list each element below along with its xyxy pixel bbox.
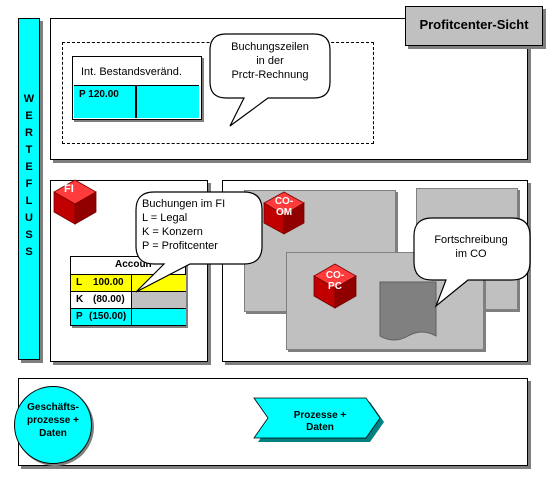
account-title: Int. Bestandsveränd. bbox=[81, 66, 182, 78]
werte-fluss-letter: R bbox=[25, 127, 33, 139]
co-pc-line-1: CO- bbox=[325, 270, 345, 281]
circle-line-1: Geschäfts- bbox=[27, 402, 79, 413]
top-bubble-text: Buchungszeilen in der Prctr-Rechnung bbox=[210, 40, 330, 82]
fi-cube-icon bbox=[53, 179, 97, 225]
co-bubble-line-2: im CO bbox=[455, 248, 487, 260]
fi-table-header: Accoun bbox=[115, 259, 152, 270]
fi-table-row-p: P (150.00) bbox=[71, 308, 186, 325]
fi-row-p-value-cell bbox=[71, 309, 131, 325]
arrow-line-1: Prozesse + bbox=[293, 410, 347, 421]
fi-row-p-value: (150.00) bbox=[89, 311, 127, 322]
fi-badge-label: FI bbox=[64, 183, 74, 195]
page-title: Profitcenter-Sicht bbox=[419, 17, 529, 32]
arrow-line-2: Daten bbox=[306, 422, 334, 433]
co-pc-line-2: PC bbox=[328, 281, 342, 292]
werte-fluss-letter: W bbox=[23, 93, 35, 105]
co-bubble-line-1: Fortschreibung bbox=[434, 234, 508, 246]
fi-bubble-line-4: P = Profitcenter bbox=[142, 240, 218, 252]
werte-fluss-letter: U bbox=[25, 212, 33, 224]
account-divider bbox=[135, 86, 137, 118]
fi-bubble-line-2: L = Legal bbox=[142, 212, 188, 224]
fi-row-k-empty-cell bbox=[131, 292, 186, 308]
circle-line-3: Daten bbox=[39, 428, 67, 439]
co-om-cube-icon bbox=[263, 191, 305, 235]
top-bubble-line-2: in der bbox=[256, 55, 284, 67]
fi-row-l-value-cell bbox=[71, 275, 131, 291]
account-row-label: P 120.00 bbox=[79, 89, 119, 100]
fi-table-row-k: K (80.00) bbox=[71, 291, 186, 308]
werte-fluss-letter: T bbox=[25, 144, 33, 156]
werte-fluss-letter: F bbox=[25, 178, 33, 190]
fi-bubble-line-3: K = Konzern bbox=[142, 226, 203, 238]
account-row-cyan: P 120.00 bbox=[74, 85, 199, 118]
fi-row-k-value-cell bbox=[71, 292, 131, 308]
circle-line-2: prozesse + bbox=[27, 415, 79, 426]
co-om-badge-label: CO- OM bbox=[264, 196, 304, 218]
arrow-text: Prozesse + Daten bbox=[268, 410, 372, 434]
top-bubble-line-1: Buchungszeilen bbox=[231, 41, 309, 53]
fi-account-table: Accoun L 100.00 K (80.00) P (150.00) bbox=[70, 256, 186, 326]
co-om-line-2: OM bbox=[275, 207, 293, 218]
fi-row-l-value: 100.00 bbox=[93, 277, 124, 288]
fi-bubble-text: Buchungen im FI L = Legal K = Konzern P … bbox=[142, 197, 262, 253]
werte-fluss-letter: E bbox=[25, 161, 33, 173]
header-tab: Profitcenter-Sicht bbox=[405, 6, 543, 46]
werte-fluss-letter: E bbox=[25, 110, 33, 122]
co-pc-badge-label: CO- PC bbox=[314, 270, 356, 292]
werte-fluss-letter: S bbox=[25, 229, 33, 241]
co-pc-cube-icon bbox=[313, 263, 357, 309]
circle-text: Geschäfts- prozesse + Daten bbox=[15, 401, 91, 440]
fi-row-k-prefix: K bbox=[76, 294, 84, 305]
co-bubble-text: Fortschreibung im CO bbox=[416, 233, 526, 261]
fi-bubble-line-1: Buchungen im FI bbox=[142, 198, 226, 210]
top-bubble-line-3: Prctr-Rechnung bbox=[231, 69, 309, 81]
fi-row-p-prefix: P bbox=[76, 311, 83, 322]
document-shape bbox=[379, 281, 437, 341]
fi-row-l-prefix: L bbox=[76, 277, 83, 288]
co-speech-bubble bbox=[413, 217, 531, 308]
business-process-circle: Geschäfts- prozesse + Daten bbox=[14, 386, 92, 464]
werte-fluss-letter: L bbox=[25, 195, 33, 207]
fi-row-k-value: (80.00) bbox=[93, 294, 125, 305]
top-speech-bubble bbox=[209, 33, 331, 127]
fi-speech-bubble bbox=[135, 191, 263, 293]
fi-row-p-empty-cell bbox=[131, 309, 186, 325]
process-arrow bbox=[253, 397, 384, 442]
account-box-top: Int. Bestandsveränd. P 120.00 bbox=[72, 56, 202, 120]
werte-fluss-letter: S bbox=[25, 246, 33, 258]
co-om-line-1: CO- bbox=[274, 196, 294, 207]
